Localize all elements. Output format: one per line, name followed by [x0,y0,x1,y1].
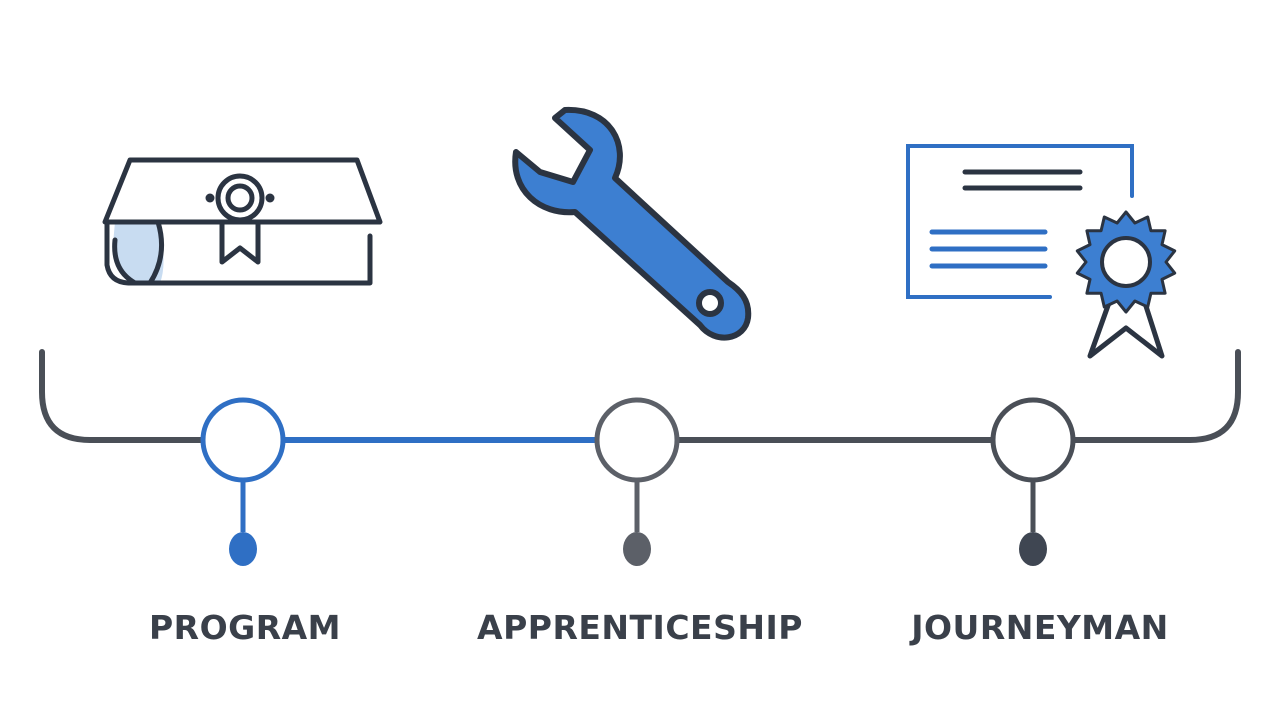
step-node-journeyman [990,397,1076,566]
step-node-apprenticeship [594,397,680,566]
step-label-program: PROGRAM [148,608,342,647]
step-label-apprenticeship: APPRENTICESHIP [477,608,803,647]
certificate-icon [906,144,1177,359]
graduation-folder-icon [102,157,383,286]
step-node-program [200,397,286,566]
step-label-journeyman: JOURNEYMAN [911,608,1169,647]
wrench-icon [512,106,752,341]
